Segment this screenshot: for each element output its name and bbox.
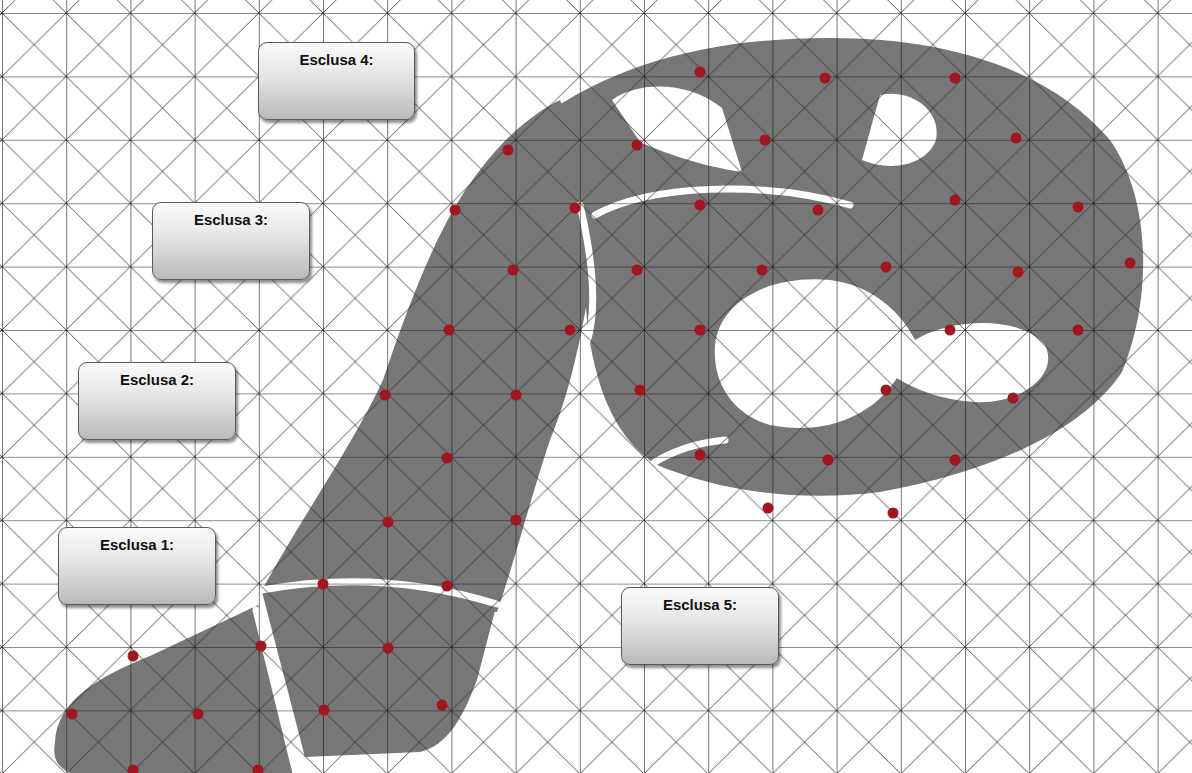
dot xyxy=(383,517,394,528)
dot xyxy=(508,265,519,276)
dot xyxy=(763,503,774,514)
dot xyxy=(813,205,824,216)
dot xyxy=(950,73,961,84)
dot xyxy=(820,73,831,84)
dot xyxy=(383,643,394,654)
dot xyxy=(128,765,139,773)
dot xyxy=(442,453,453,464)
dot xyxy=(635,385,646,396)
dot xyxy=(695,200,706,211)
dot xyxy=(695,450,706,461)
dot xyxy=(565,325,576,336)
dot xyxy=(695,67,706,78)
dot xyxy=(757,265,768,276)
dot xyxy=(1013,267,1024,278)
dot xyxy=(1073,202,1084,213)
esclusa-label: Esclusa 1: xyxy=(69,536,205,554)
dot xyxy=(319,705,330,716)
red-dots xyxy=(67,67,1136,773)
dot xyxy=(945,325,956,336)
dot xyxy=(950,195,961,206)
dot xyxy=(570,203,581,214)
esclusa-label: Esclusa 2: xyxy=(89,371,225,389)
dot xyxy=(437,700,448,711)
dot xyxy=(632,265,643,276)
dot xyxy=(881,262,892,273)
esclusa-box: Esclusa 3: xyxy=(152,202,310,280)
dot xyxy=(503,145,514,156)
dot xyxy=(128,651,139,662)
dot xyxy=(256,641,267,652)
dot xyxy=(253,765,264,773)
dot xyxy=(318,579,329,590)
esclusa-label: Esclusa 5: xyxy=(632,596,768,614)
dot xyxy=(1125,258,1136,269)
dot xyxy=(450,205,461,216)
dot xyxy=(1008,393,1019,404)
dot xyxy=(511,515,522,526)
esclusa-box: Esclusa 1: xyxy=(58,527,216,605)
dot xyxy=(695,325,706,336)
esclusa-label: Esclusa 3: xyxy=(163,211,299,229)
dot xyxy=(823,455,834,466)
dot xyxy=(444,325,455,336)
dot xyxy=(380,390,391,401)
esclusa-box: Esclusa 4: xyxy=(258,42,415,120)
dot xyxy=(67,709,78,720)
dot xyxy=(881,385,892,396)
dot xyxy=(950,455,961,466)
esclusa-box: Esclusa 5: xyxy=(621,587,779,665)
esclusa-label: Esclusa 4: xyxy=(269,51,404,69)
dot xyxy=(888,508,899,519)
dot xyxy=(1011,133,1022,144)
dot xyxy=(1073,325,1084,336)
dot xyxy=(193,709,204,720)
dot xyxy=(511,390,522,401)
dot xyxy=(760,135,771,146)
esclusa-box: Esclusa 2: xyxy=(78,362,236,440)
dot xyxy=(442,581,453,592)
dot xyxy=(632,140,643,151)
